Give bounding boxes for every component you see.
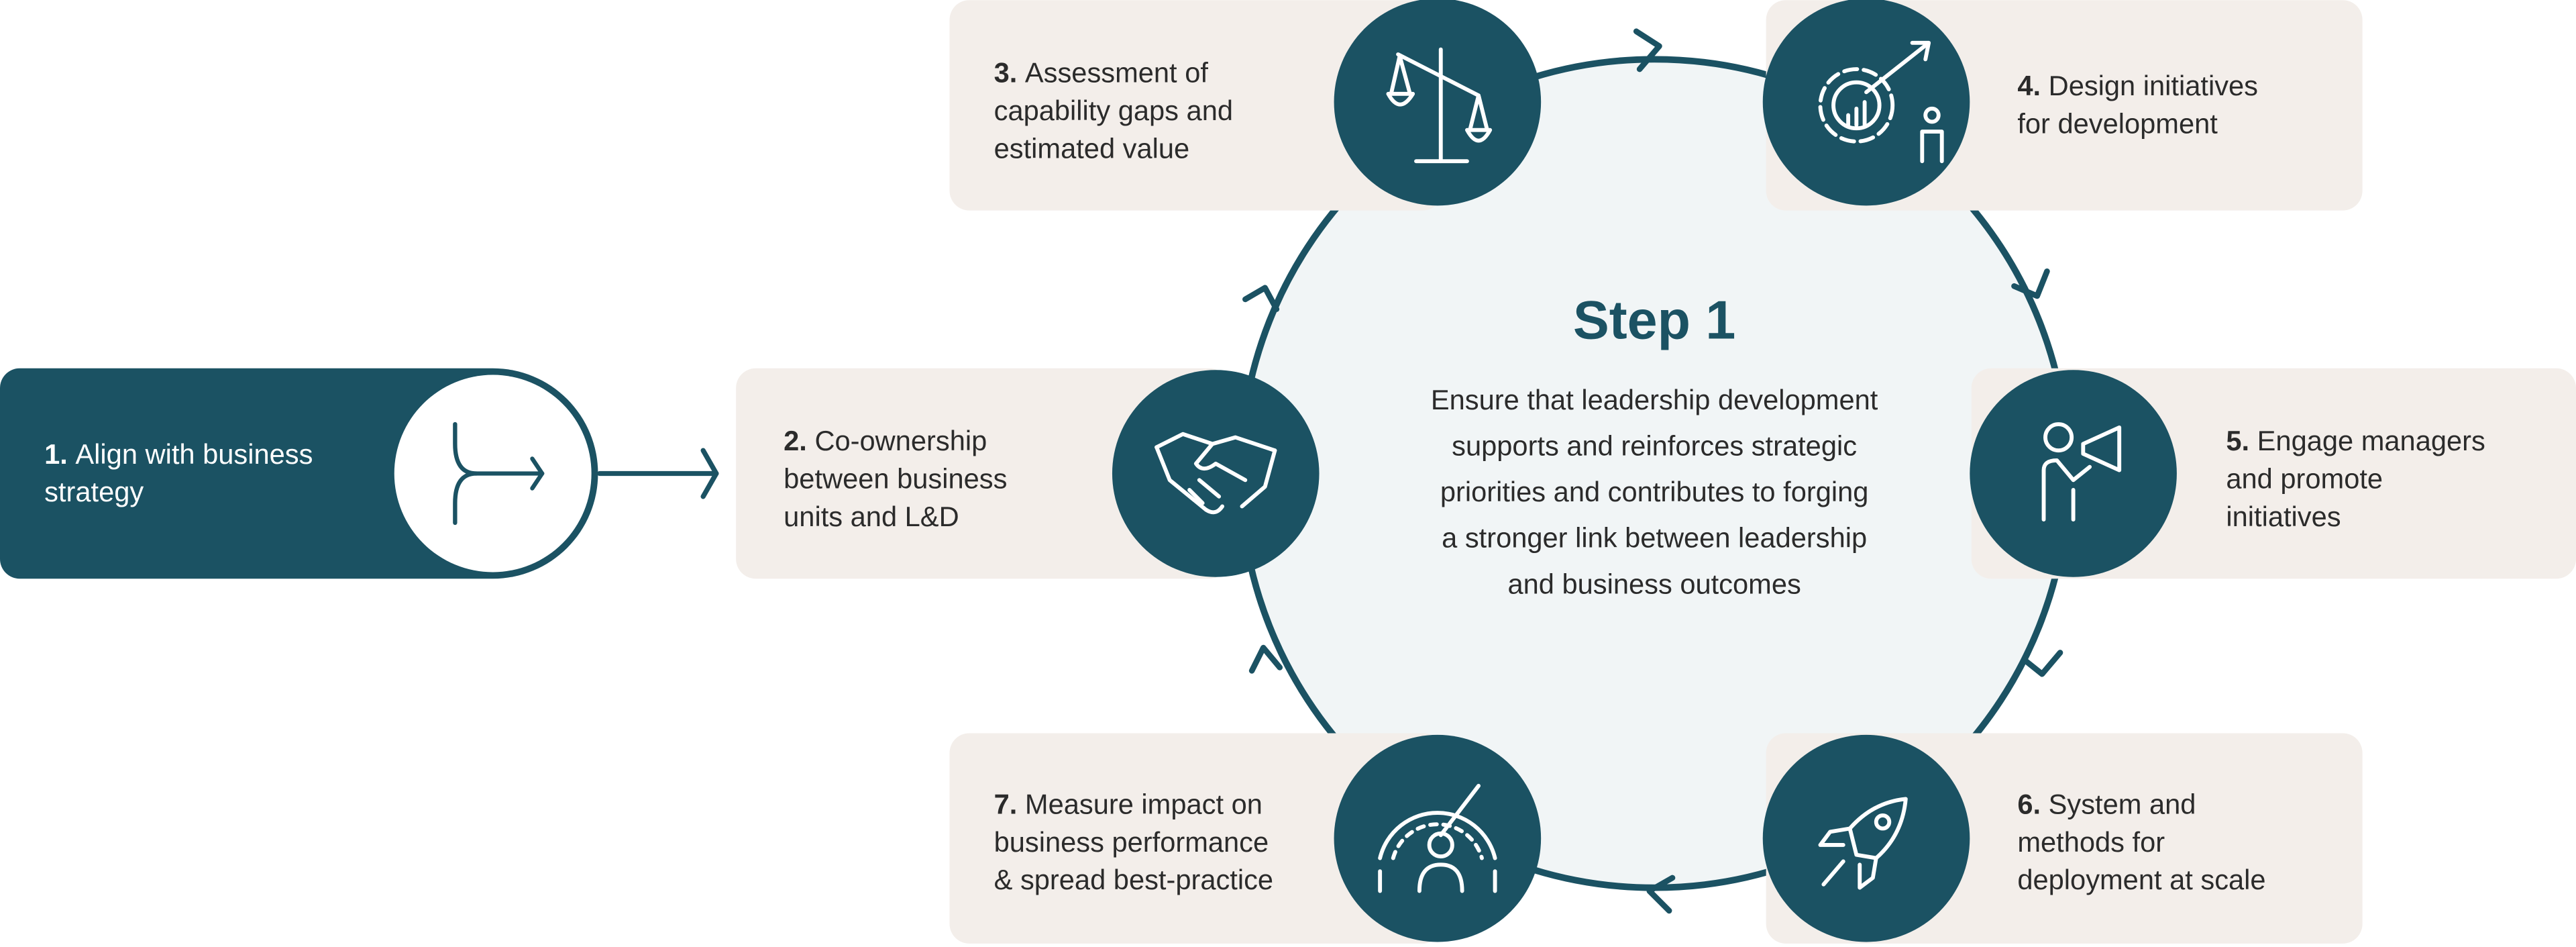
step-3-card: 3. Assessment of capability gaps and est… <box>949 0 1542 211</box>
step-3-label: 3. Assessment of <box>994 57 1209 89</box>
step-6-label: 6. System and <box>2017 788 2196 819</box>
center-description-line: priorities and contributes to forging <box>1440 476 1869 507</box>
merge-arrow-icon <box>453 421 545 526</box>
step-2-card: 2. Co-ownership between business units a… <box>736 368 1320 579</box>
gear-growth-icon <box>1818 40 1944 164</box>
step-5-card: 5. Engage managers and promote initiativ… <box>1970 368 2576 579</box>
step-3-label-line: capability gaps and <box>994 95 1233 126</box>
cycle-arrowhead-icon <box>1248 644 1283 674</box>
cycle-arrowhead-icon <box>1242 285 1280 312</box>
step-7-card: 7. Measure impact on business performanc… <box>949 733 1542 944</box>
step-1-label: 1. Align with business <box>44 438 313 470</box>
step-7-label: 7. Measure impact on <box>994 788 1263 819</box>
gauge-person-icon <box>1378 783 1497 893</box>
handshake-icon <box>1155 432 1277 515</box>
center-description-line: Ensure that leadership development <box>1431 384 1878 415</box>
step-2-label-line: units and L&D <box>784 501 959 532</box>
cycle-arrowhead-icon <box>2023 650 2063 677</box>
step-5-label: 5. Engage managers <box>2226 425 2485 456</box>
step-4-label: 4. Design initiatives <box>2017 70 2258 101</box>
step-4-card: 4. Design initiatives for development <box>1762 0 2363 211</box>
step-7-label-line: & spread best-practice <box>994 864 1273 895</box>
center-title: Step 1 <box>1573 291 1735 351</box>
connector-arrow <box>597 448 719 499</box>
cycle-arrowhead-icon <box>1633 28 1662 72</box>
balance-scale-icon <box>1386 47 1493 164</box>
step-1-card: 1. Align with business strategy <box>0 368 598 579</box>
rocket-icon <box>1818 797 1908 890</box>
step-6-label-line: methods for <box>2017 826 2165 858</box>
center-description-line: and business outcomes <box>1507 568 1801 599</box>
step-3-label-line: estimated value <box>994 132 1190 164</box>
step-5-label-line: and promote <box>2226 463 2383 495</box>
step-6-label-line: deployment at scale <box>2017 864 2265 895</box>
step-1-label-line: strategy <box>44 476 144 507</box>
step-5-label-line: initiatives <box>2226 501 2341 532</box>
step-6-card: 6. System and methods for deployment at … <box>1762 733 2363 944</box>
cycle-arrowhead-icon <box>1646 875 1676 914</box>
step-2-label: 2. Co-ownership <box>784 425 987 456</box>
cycle-arrowhead-icon <box>2011 268 2050 299</box>
step-7-label-line: business performance <box>994 826 1269 858</box>
step-4-label-line: for development <box>2017 108 2218 140</box>
megaphone-person-icon <box>2041 422 2122 522</box>
step-2-label-line: between business <box>784 463 1007 495</box>
center-description-line: supports and reinforces strategic <box>1452 430 1857 462</box>
center-description-line: a stronger link between leadership <box>1442 522 1867 554</box>
